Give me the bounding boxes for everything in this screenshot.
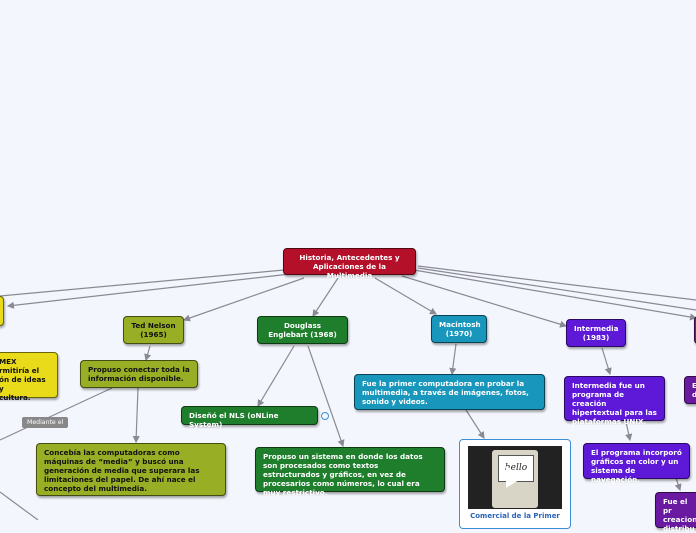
intermedia-desc-node[interactable]: Intermedia fue un programa de creación h… [564,376,665,426]
link-ted-left [0,387,113,441]
link-central-left-2 [6,273,291,309]
play-icon[interactable] [506,466,524,488]
intermedia-color-node[interactable]: El programa incorporó gráficos en color … [583,443,690,484]
link-ted-media [132,387,140,444]
memex-node[interactable]: MEX rmitiría el ón de ideas y cultura. [0,352,58,402]
mediante-el-tag[interactable]: Mediante el [22,417,69,428]
link-engelbart-proposal [307,345,345,448]
mind-map-canvas: Historia, Antecedentes y Aplicaciones de… [0,248,696,533]
partial-node-right-bottom[interactable]: Fue el pr creacion distribu [655,492,696,533]
link-central-left-1 [0,269,285,297]
engelbart-node[interactable]: Douglass Englebart (1968) [257,316,348,344]
link-intermedia-desc [601,347,612,376]
link-central-right-3 [417,267,696,311]
link-central-right-2 [417,265,696,301]
video-thumbnail[interactable]: hello [468,446,562,509]
central-topic[interactable]: Historia, Antecedentes y Aplicaciones de… [283,248,416,280]
mac-first-node[interactable]: Fue la primer computadora en probar la m… [354,374,545,410]
nls-node[interactable]: Diseñó el NLS (oNLine System) [181,406,318,429]
link-central-intermedia [401,275,568,328]
link-mac-media [465,409,485,440]
media-card[interactable]: hello Comercial de la Primer [459,439,571,529]
central-topic-label: Historia, Antecedentes y Aplicaciones de… [299,253,400,280]
ted-proposal-node[interactable]: Propuso conectar toda la información dis… [80,360,198,388]
macintosh-node[interactable]: Macintosh (1970) [431,315,487,343]
link-central-right-1 [413,269,696,321]
search-icon[interactable] [321,412,329,420]
link-central-macintosh [374,277,438,315]
link-mac-first [449,343,457,376]
link-central-engelbart [312,277,339,318]
partial-node-right-mid[interactable]: E d [684,376,696,404]
link-central-ted [182,277,305,322]
intermedia-node[interactable]: Intermedia (1983) [566,319,626,347]
engelbart-proposal-node[interactable]: Propuso un sistema en donde los datos so… [255,447,445,497]
connector-lines [0,265,696,520]
link-bottom-left [0,491,39,520]
link-ted-proposal [144,345,152,362]
link-intermedia-next [674,477,682,492]
media-caption[interactable]: Comercial de la Primer [470,512,560,520]
ted-media-node[interactable]: Concebía las computadoras como máquinas … [36,443,226,496]
link-intermedia-color [625,421,633,442]
partial-node-left-top[interactable] [0,296,4,326]
ted-nelson-node[interactable]: Ted Nelson (1965) [123,316,184,344]
link-engelbart-nls [257,345,295,408]
